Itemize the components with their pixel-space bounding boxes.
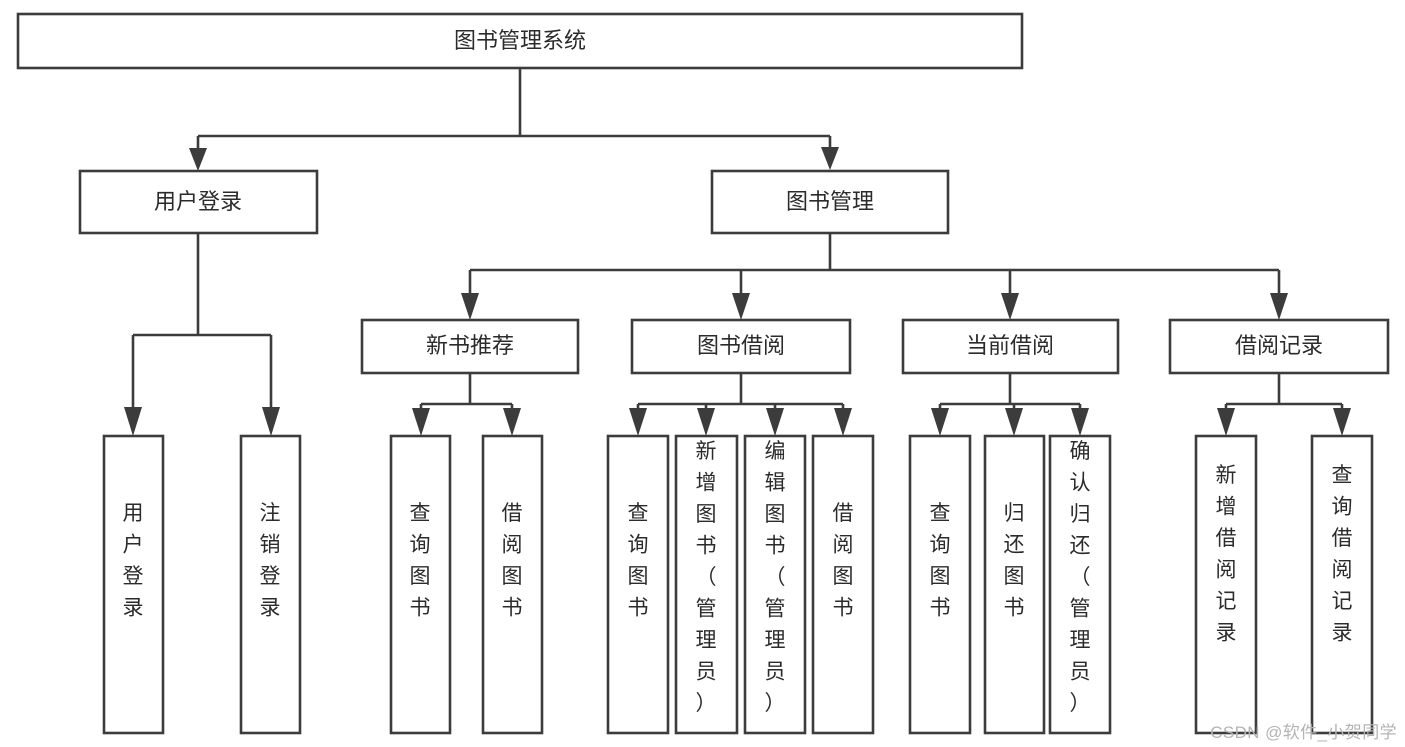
node-book-manage-label: 图书管理 [786,189,874,214]
node-book-manage-box[interactable] [710,169,950,235]
node-current-borrow-box[interactable] [901,318,1120,375]
node-leaf-return-book-label: 归还图书 [1004,502,1025,620]
arrow-cb-leaf-3-icon [1071,408,1089,436]
arrow-bb-leaf-3-icon [766,408,784,436]
arrow-bb-leaf-2-icon [697,408,715,436]
node-leaf-edit-book-label: 编辑图书（管理员） [765,440,786,715]
node-leaf-add-record-label: 新增借阅记录 [1216,464,1237,645]
arrow-cb-leaf-1-icon [931,408,949,436]
arrow-user-login-leaf-2-icon [262,407,280,436]
arrow-user-login-leaf-1-icon [124,407,142,436]
arrow-bb-leaf-1-icon [629,408,647,436]
node-user-login-label: 用户登录 [154,189,242,214]
node-borrow-record[interactable]: 借阅记录 [1168,318,1390,375]
csdn-watermark: CSDN @软件_小贺同学 [1210,723,1397,742]
node-leaf-edit-book[interactable]: 编辑图书（管理员） [743,434,807,735]
node-leaf-query-book-2[interactable]: 查询图书 [606,434,670,735]
arrow-nbr-leaf-2-icon [503,408,521,436]
node-leaf-return-book[interactable]: 归还图书 [983,434,1046,735]
node-borrow-record-label: 借阅记录 [1235,333,1323,358]
node-new-book-recommend-label: 新书推荐 [426,333,514,358]
node-leaf-edit-book-box[interactable] [743,434,807,735]
node-leaf-user-login-label: 用户登录 [123,502,144,620]
arrow-bb-leaf-4-icon [834,408,852,436]
node-user-login[interactable]: 用户登录 [78,169,319,235]
node-leaf-query-record[interactable]: 查询借阅记录 [1310,434,1374,735]
node-book-borrow-box[interactable] [630,318,852,375]
arrow-cb-leaf-2-icon [1005,408,1023,436]
node-book-borrow[interactable]: 图书借阅 [630,318,852,375]
arrow-root-to-book-manage-icon [821,147,839,170]
node-leaf-logout-label: 注销登录 [260,502,281,620]
node-leaf-user-login[interactable]: 用户登录 [102,434,165,735]
node-leaf-return-book-box[interactable] [983,434,1046,735]
node-leaf-borrow-book-2-label: 借阅图书 [833,502,854,620]
node-leaf-borrow-book-1-label: 借阅图书 [502,502,523,620]
node-leaf-query-book-1-box[interactable] [389,434,452,735]
node-leaf-logout[interactable]: 注销登录 [239,434,302,735]
node-leaf-query-book-1[interactable]: 查询图书 [389,434,452,735]
node-leaf-query-book-3-label: 查询图书 [930,502,951,620]
node-user-login-box[interactable] [78,169,319,235]
node-leaf-query-book-3[interactable]: 查询图书 [908,434,972,735]
node-root[interactable]: 图书管理系统 [16,12,1024,70]
node-leaf-query-record-box[interactable] [1310,434,1374,735]
node-leaf-query-book-3-box[interactable] [908,434,972,735]
node-current-borrow[interactable]: 当前借阅 [901,318,1120,375]
node-current-borrow-label: 当前借阅 [966,333,1054,358]
arrow-bm-to-borrow-record-icon [1270,293,1288,320]
node-leaf-add-book-box[interactable] [674,434,739,735]
node-leaf-user-login-box[interactable] [102,434,165,735]
node-leaf-confirm-return-box[interactable] [1048,434,1112,735]
node-leaf-logout-box[interactable] [239,434,302,735]
node-borrow-record-box[interactable] [1168,318,1390,375]
node-leaf-add-record-box[interactable] [1194,434,1258,735]
node-leaf-borrow-book-2-box[interactable] [811,434,875,735]
node-new-book-recommend-box[interactable] [360,318,580,375]
arrow-bm-to-current-borrow-icon [1001,293,1019,320]
node-leaf-query-book-2-label: 查询图书 [628,502,649,620]
arrow-nbr-leaf-1-icon [412,408,430,436]
node-book-manage[interactable]: 图书管理 [710,169,950,235]
node-book-borrow-label: 图书借阅 [697,333,785,358]
node-new-book-recommend[interactable]: 新书推荐 [360,318,580,375]
node-leaf-confirm-return-label: 确认归还（管理员） [1070,440,1091,715]
arrow-bm-to-new-book-icon [461,293,479,320]
node-leaf-add-record[interactable]: 新增借阅记录 [1194,434,1258,735]
arrow-br-leaf-2-icon [1333,408,1351,436]
node-leaf-add-book-label: 新增图书（管理员） [696,440,717,715]
node-leaf-borrow-book-2[interactable]: 借阅图书 [811,434,875,735]
node-leaf-borrow-book-1[interactable]: 借阅图书 [481,434,544,735]
node-leaf-query-book-1-label: 查询图书 [410,502,431,620]
node-leaf-query-record-label: 查询借阅记录 [1332,464,1353,645]
connector-group [124,68,1351,436]
node-root-label: 图书管理系统 [454,28,586,53]
node-leaf-confirm-return[interactable]: 确认归还（管理员） [1048,434,1112,735]
node-root-box[interactable] [16,12,1024,70]
arrow-bm-to-book-borrow-icon [732,293,750,320]
node-leaf-borrow-book-1-box[interactable] [481,434,544,735]
arrow-br-leaf-1-icon [1217,408,1235,436]
node-leaf-query-book-2-box[interactable] [606,434,670,735]
node-leaf-add-book[interactable]: 新增图书（管理员） [674,434,739,735]
arrow-root-to-user-login-icon [189,148,207,171]
